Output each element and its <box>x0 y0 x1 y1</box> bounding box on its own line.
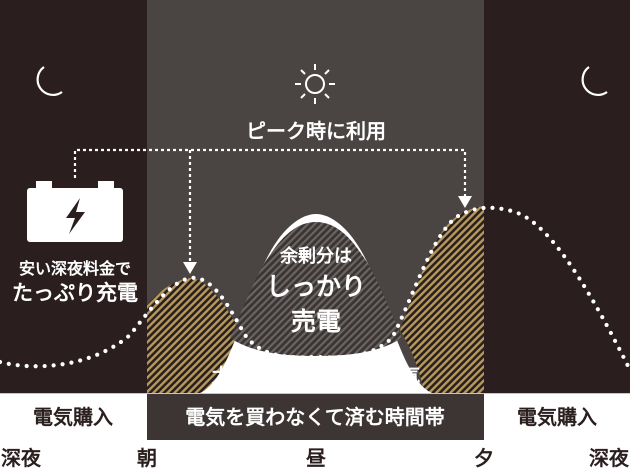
arrow-head-left <box>183 262 197 274</box>
peak-use-label: ピーク時に利用 <box>246 119 386 143</box>
cheap-night-label-2: たっぷり充電 <box>12 281 138 305</box>
band-left <box>0 393 147 440</box>
arrow-head-right <box>458 196 472 208</box>
night-panel-right <box>484 0 630 393</box>
surplus-sell-area <box>230 222 402 356</box>
moon-icon <box>581 66 608 96</box>
surplus-label-2: しっかり <box>266 272 366 301</box>
time-label-morning: 朝 <box>137 446 157 470</box>
cheap-night-label-1: 安い深夜料金で <box>19 259 131 278</box>
time-label-noon: 昼 <box>306 446 326 470</box>
time-label-late-night-start: 深夜 <box>1 446 42 470</box>
battery-icon <box>27 181 123 242</box>
time-label-late-night-end: 深夜 <box>589 446 630 470</box>
surplus-label-1: 余剰分は <box>279 245 352 267</box>
sun-icon <box>295 64 335 104</box>
peak-use-bracket <box>73 148 467 265</box>
solar-covers-label: 太陽光でまかなえる電気 <box>212 364 420 387</box>
morning-battery-use-area <box>147 278 240 393</box>
surplus-label-3: 売電 <box>291 307 341 336</box>
time-label-evening: 夕 <box>474 446 494 470</box>
band-middle-label: 電気を買わなくて済む時間帯 <box>185 405 444 429</box>
band-right <box>484 393 630 440</box>
band-right-label: 電気購入 <box>517 405 597 429</box>
moon-icon <box>36 66 63 96</box>
band-middle <box>147 393 484 440</box>
band-left-label: 電気購入 <box>33 405 113 429</box>
evening-battery-use-area <box>400 206 484 393</box>
